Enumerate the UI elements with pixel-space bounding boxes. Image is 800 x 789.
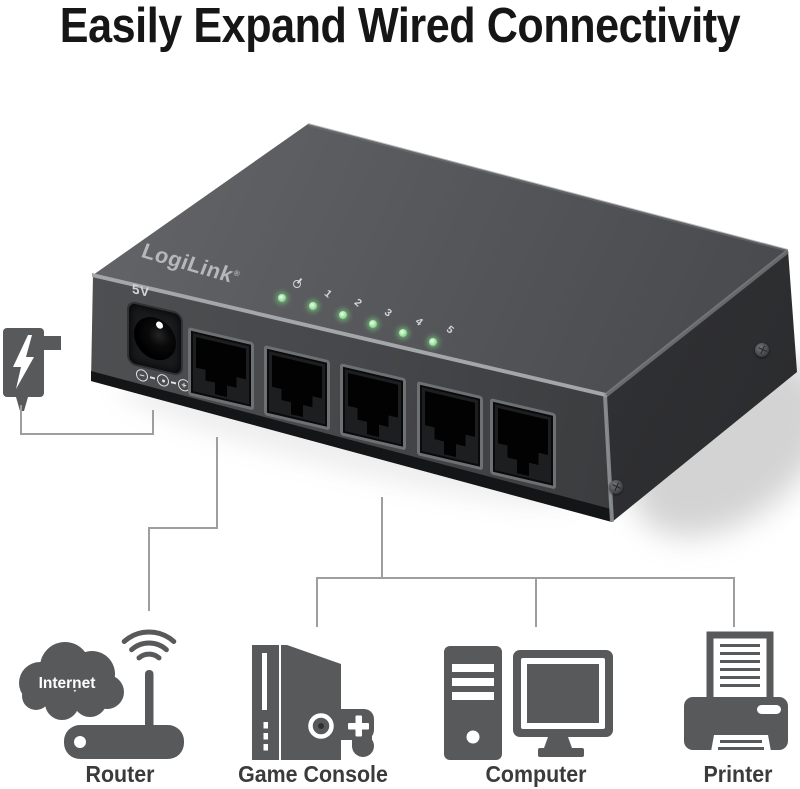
port-led-5	[429, 338, 437, 346]
polarity-dash-icon	[150, 376, 155, 380]
computer-icon	[444, 646, 613, 760]
rj45-port-3	[340, 363, 406, 451]
rj45-jack-opening	[196, 337, 246, 402]
polarity-minus-icon: −	[136, 368, 148, 383]
lightning-bolt-icon	[13, 335, 34, 389]
power-adapter-icon	[3, 328, 61, 411]
cable-line-gameconsole-v	[316, 577, 318, 627]
screw-icon	[609, 480, 623, 494]
device-label-computer: Computer	[485, 761, 587, 787]
cable-line-router-v1	[216, 437, 218, 529]
port-led-4	[399, 329, 407, 337]
rj45-port-5	[490, 398, 556, 490]
internet-cloud-label: Internet	[39, 675, 96, 692]
rj45-jack-opening	[498, 408, 548, 481]
port-led-1	[309, 302, 317, 310]
rj45-jack-opening	[272, 355, 322, 422]
cable-line-trunk-h	[316, 577, 735, 579]
rj45-jack-opening	[425, 391, 475, 462]
port-led-2	[339, 311, 347, 319]
cable-line-power-v1	[20, 405, 22, 435]
gamepad-icon	[302, 709, 374, 757]
power-led	[278, 294, 286, 302]
printer-icon	[684, 631, 788, 757]
polarity-dash-icon	[171, 381, 176, 385]
screw-icon	[755, 343, 769, 357]
page-title: Easily Expand Wired Connectivity	[59, 0, 741, 53]
router-icon: Internet	[19, 629, 184, 759]
cable-line-router-h	[148, 527, 218, 529]
dc-power-jack	[127, 300, 183, 378]
device-label-game-console: Game Console	[238, 761, 388, 787]
device-label-router: Router	[85, 761, 155, 787]
cable-line-trunk-v	[381, 497, 383, 579]
port-led-3	[369, 320, 377, 328]
device-label-printer: Printer	[703, 761, 773, 787]
dc-jack-barrel-hole	[134, 312, 176, 365]
polarity-center-dot-icon	[157, 372, 169, 388]
game-console-icon	[252, 645, 374, 760]
rj45-port-4	[417, 381, 483, 471]
cable-line-printer-v	[733, 577, 735, 627]
cable-line-power-h	[20, 433, 154, 435]
cable-line-power-v2	[152, 410, 154, 435]
cable-line-router-v2	[148, 527, 150, 611]
cable-line-computer-v	[535, 577, 537, 627]
wifi-icon	[121, 629, 177, 661]
rj45-jack-opening	[348, 373, 398, 442]
